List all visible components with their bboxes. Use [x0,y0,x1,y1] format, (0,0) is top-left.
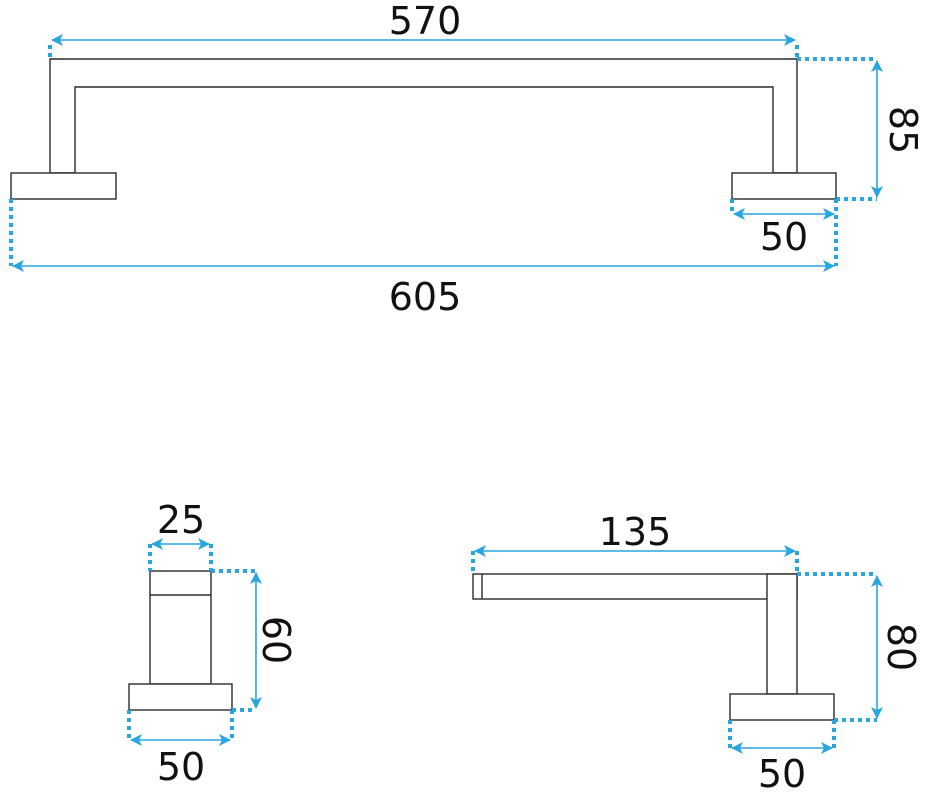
bar-length-dimension [48,34,799,59]
side-height-dimension [797,572,883,722]
bar-length-label: 570 [389,0,462,43]
side-view: 135 50 80 [471,510,923,794]
end-view: 25 50 60 [127,498,298,789]
end-height-label: 60 [254,616,298,664]
front-view: 570 605 50 85 [9,0,925,319]
post-width-label: 25 [157,498,205,542]
end-base-width-label: 50 [157,745,205,789]
side-view-base [729,693,835,721]
side-view-post [766,573,798,695]
front-base-width-dimension [730,199,838,220]
towel-bar-body [49,58,798,174]
arm-length-label: 135 [599,510,672,554]
arm-length-dimension [471,545,799,574]
side-view-arm [472,573,798,600]
right-wall-base [731,172,837,200]
depth-dimension [797,57,883,201]
end-view-post [149,570,212,685]
side-base-width-label: 50 [758,752,806,794]
depth-label: 85 [881,106,925,154]
end-view-base [128,683,233,711]
post-width-dimension [148,538,213,571]
side-base-width-dimension [728,720,836,754]
end-height-dimension [211,569,262,712]
left-wall-base [10,172,117,200]
end-base-width-dimension [127,710,234,746]
overall-width-dimension [9,199,838,272]
front-base-width-label: 50 [760,215,808,259]
side-height-label: 80 [879,623,923,671]
overall-width-label: 605 [389,275,462,319]
